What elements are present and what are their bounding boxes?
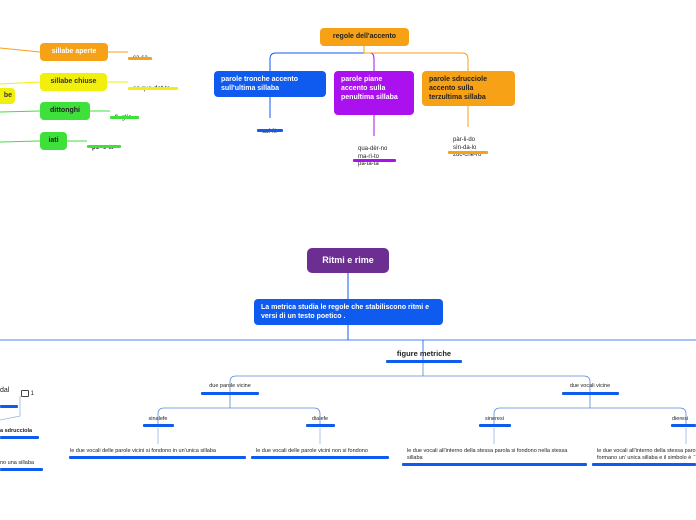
comment-count: 1 [30,391,35,398]
node-regole-accento-label: regole dell'accento [332,33,397,40]
bar-desc-dieresi [592,463,696,466]
node-partial-una-sillaba[interactable]: no una sillaba [0,460,34,466]
example-sdrucciole: pàr-li-do sìn-da-lo zùc-che-ro [453,136,482,159]
bar-figure-metriche [386,360,462,363]
bar-partial-una-sillaba [0,468,43,471]
node-parole-piane[interactable]: parole piane accento sulla penultima sil… [334,71,414,115]
node-partial-be-label: be [3,92,12,99]
node-partial-sdrucciola[interactable]: a sdrucciola [0,428,33,434]
node-parole-sdrucciole[interactable]: parole sdrucciole accento sulla terzulti… [422,71,515,106]
node-iati-label: iati [48,137,59,144]
node-dittonghi[interactable]: dittonghi [40,102,90,120]
node-parole-piane-label: parole piane accento sulla penultima sil… [341,76,398,101]
node-partial-dal[interactable]: dal [0,387,10,394]
bar-dieresi [671,424,696,427]
bar-iati [87,145,121,148]
node-dieresi[interactable]: dieresi [672,416,696,422]
bar-sillabe-aperte [128,57,152,60]
bar-sineresi [479,424,511,427]
node-due-vocali-label: due vocali vicine [569,383,611,389]
node-sillabe-aperte-label: sillabe aperte [51,48,97,55]
desc-sinalefe[interactable]: le due vocali delle parole vicini si fon… [70,448,216,454]
node-sineresi[interactable]: sineresi [479,416,510,422]
node-due-parole-label: due parole vicine [209,383,251,389]
node-dittonghi-label: dittonghi [50,107,80,114]
bar-sdrucciole [448,151,488,154]
bar-dialefe [306,424,335,427]
node-parole-tronche[interactable]: parole tronche accento sull'ultima silla… [214,71,326,97]
node-figure-metriche[interactable]: figure metriche [386,349,462,358]
node-dieresi-label: dieresi [672,416,689,422]
node-sinalefe[interactable]: sinalefe [143,416,173,422]
node-sillabe-chiuse[interactable]: sillabe chiuse [40,73,107,91]
bar-partial-dal [0,405,18,408]
node-figure-metriche-label: figure metriche [396,349,452,358]
example-sillabe-aperte: ca-sa [133,47,148,63]
example-sillabe-chiuse: ac-que-dot-to [133,78,170,94]
comment-icon [21,390,29,397]
bar-dittonghi [110,116,139,119]
bar-sillabe-chiuse [128,87,178,90]
bar-desc-dialefe [251,456,389,459]
node-regole-accento[interactable]: regole dell'accento [320,28,409,46]
node-dialefe[interactable]: dialefe [306,416,334,422]
bar-desc-sinalefe [69,456,246,459]
node-due-vocali[interactable]: due vocali vicine [560,383,620,389]
node-metrica-label: La metrica studia le regole che stabilis… [261,304,430,320]
node-dialefe-label: dialefe [311,416,329,422]
example-dittonghi: fi- glio [115,107,132,123]
node-sillabe-chiuse-label: sillabe chiuse [50,78,97,85]
node-due-parole[interactable]: due parole vicine [200,383,260,389]
bar-partial-sdrucciola [0,436,39,439]
bar-sinalefe [143,424,174,427]
bar-tronche [257,129,283,132]
bar-desc-sineresi [402,463,587,466]
node-sinalefe-label: sinalefe [148,416,168,422]
desc-dieresi[interactable]: le due vocali all'interno della stessa p… [597,448,696,462]
bar-due-vocali [562,392,619,395]
node-sillabe-aperte[interactable]: sillabe aperte [40,43,108,61]
node-parole-tronche-label: parole tronche accento sull'ultima silla… [221,76,299,92]
node-partial-be[interactable]: be [0,88,15,104]
node-ritmi-rime-label: Ritmi e rime [322,255,374,265]
node-iati[interactable]: iati [40,132,67,150]
node-sineresi-label: sineresi [485,416,504,422]
node-parole-sdrucciole-label: parole sdrucciole accento sulla terzulti… [429,76,487,101]
node-metrica[interactable]: La metrica studia le regole che stabilis… [254,299,443,325]
comment-indicator[interactable]: 1 [21,390,34,397]
node-ritmi-rime[interactable]: Ritmi e rime [307,248,389,273]
desc-sineresi[interactable]: le due vocali all'interno della stessa p… [407,448,568,462]
example-piane: qua-dèr-no ma-rì-to pa-tà-ta [358,145,388,168]
bar-piane [353,159,396,162]
bar-due-parole [201,392,259,395]
desc-dialefe[interactable]: le due vocali delle parole vicini non si… [256,448,368,454]
